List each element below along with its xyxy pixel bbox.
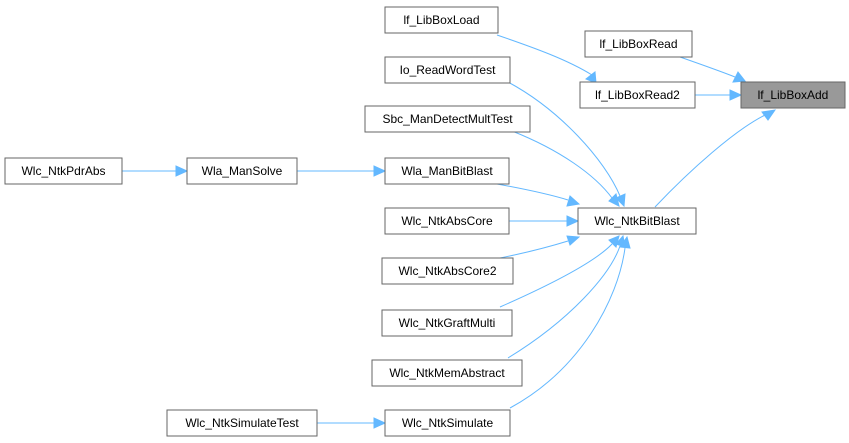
node-wlc-ntkgraftmulti[interactable]: Wlc_NtkGraftMulti bbox=[381, 309, 513, 337]
node-label: lf_LibBoxLoad bbox=[403, 13, 479, 27]
node-lf-libboxload[interactable]: lf_LibBoxLoad bbox=[384, 6, 499, 34]
node-label: Wlc_NtkAbsCore bbox=[401, 214, 493, 228]
edge-wlc-ntkmemabstract-to-wlc-ntkbitblast bbox=[507, 234, 626, 359]
node-lf-libboxread[interactable]: lf_LibBoxRead bbox=[584, 30, 693, 58]
node-lf-libboxadd-selected[interactable]: lf_LibBoxAdd bbox=[740, 81, 846, 109]
node-label: Wlc_NtkGraftMulti bbox=[399, 316, 496, 330]
edge-wla-mansolve-to-wla-manbitblast bbox=[297, 165, 387, 177]
node-label: lf_LibBoxRead bbox=[599, 37, 677, 51]
node-wla-manbitblast[interactable]: Wla_ManBitBlast bbox=[384, 157, 510, 185]
edge-wla-manbitblast-to-wlc-ntkbitblast bbox=[496, 183, 581, 207]
node-label: Sbc_ManDetectMultTest bbox=[382, 112, 513, 126]
edge-wlc-ntksimulate-to-wlc-ntkbitblast bbox=[509, 235, 631, 409]
node-label: Io_ReadWordTest bbox=[400, 63, 496, 77]
edge-wlc-ntkabscore2-to-wlc-ntkbitblast bbox=[499, 235, 581, 259]
nodes: lf_LibBoxLoad lf_LibBoxRead lf_LibBoxRea… bbox=[4, 6, 846, 437]
node-label: Wlc_NtkMemAbstract bbox=[389, 366, 505, 380]
node-label: Wla_ManSolve bbox=[202, 164, 283, 178]
node-wlc-ntkmemabstract[interactable]: Wlc_NtkMemAbstract bbox=[371, 359, 523, 387]
node-sbc-mandetectmulttest[interactable]: Sbc_ManDetectMultTest bbox=[364, 105, 531, 133]
node-wlc-ntkbitblast[interactable]: Wlc_NtkBitBlast bbox=[577, 207, 697, 235]
edge-wlc-ntkbitblast-to-lf-libboxadd bbox=[654, 109, 777, 208]
edge-io-readwordtest-to-wlc-ntkbitblast bbox=[507, 81, 626, 208]
edge-wlc-ntkgraftmulti-to-wlc-ntkbitblast bbox=[499, 235, 620, 308]
node-label: Wlc_NtkBitBlast bbox=[594, 214, 680, 228]
edges bbox=[122, 34, 777, 429]
edge-lf-libboxread-to-lf-libboxadd bbox=[679, 56, 746, 83]
node-label: lf_LibBoxRead2 bbox=[595, 88, 680, 102]
node-label: Wla_ManBitBlast bbox=[401, 164, 493, 178]
edge-sbc-mandetectmulttest-to-wlc-ntkbitblast bbox=[511, 130, 620, 207]
edge-lf-libboxload-to-lf-libboxread2 bbox=[496, 34, 597, 84]
node-io-readwordtest[interactable]: Io_ReadWordTest bbox=[384, 56, 511, 84]
node-lf-libboxread2[interactable]: lf_LibBoxRead2 bbox=[579, 81, 696, 109]
edge-wlc-ntkabscore-to-wlc-ntkbitblast bbox=[509, 215, 580, 227]
node-wlc-ntkpdrabs[interactable]: Wlc_NtkPdrAbs bbox=[4, 157, 123, 185]
node-label: Wlc_NtkSimulate bbox=[402, 416, 494, 430]
edge-wlc-ntkpdrabs-to-wla-mansolve bbox=[122, 165, 189, 177]
node-wlc-ntkabscore[interactable]: Wlc_NtkAbsCore bbox=[384, 207, 510, 235]
node-label: lf_LibBoxAdd bbox=[758, 88, 829, 102]
node-label: Wlc_NtkAbsCore2 bbox=[398, 264, 496, 278]
node-wlc-ntksimulate[interactable]: Wlc_NtkSimulate bbox=[384, 409, 511, 437]
edge-wlc-ntksimulatetest-to-wlc-ntksimulate bbox=[317, 417, 387, 429]
node-wlc-ntksimulatetest[interactable]: Wlc_NtkSimulateTest bbox=[166, 409, 318, 437]
node-label: Wlc_NtkPdrAbs bbox=[21, 164, 105, 178]
node-wlc-ntkabscore2[interactable]: Wlc_NtkAbsCore2 bbox=[381, 257, 514, 285]
edge-lf-libboxread2-to-lf-libboxadd bbox=[695, 89, 743, 101]
node-label: Wlc_NtkSimulateTest bbox=[185, 416, 299, 430]
node-wla-mansolve[interactable]: Wla_ManSolve bbox=[186, 157, 298, 185]
